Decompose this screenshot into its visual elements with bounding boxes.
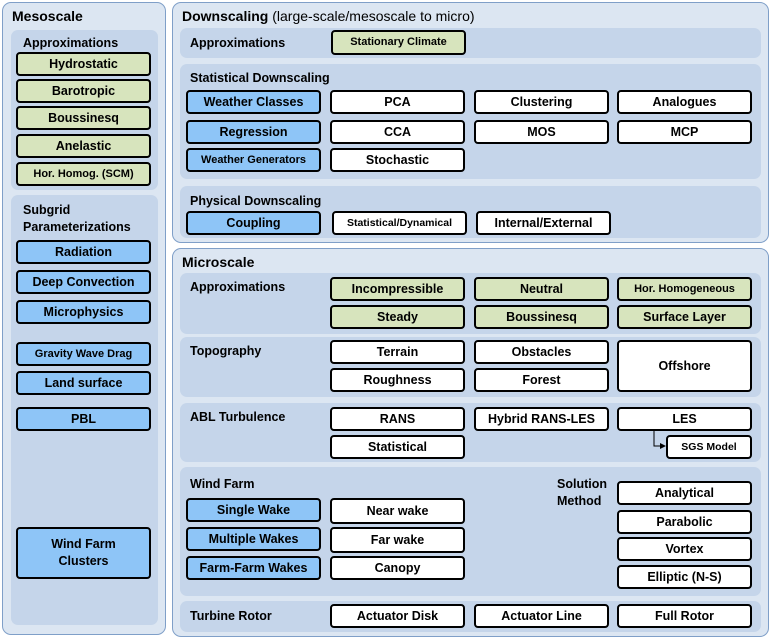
meso-subgrid-microphysics: Microphysics <box>16 300 151 324</box>
connector-arrowhead <box>660 443 666 449</box>
ds-weather-generators: Weather Generators <box>186 148 321 172</box>
micro-hybrid-rans-les: Hybrid RANS-LES <box>474 407 609 431</box>
micro-solution-label-1: Solution <box>557 477 607 491</box>
ds-approximations-group <box>180 28 761 58</box>
micro-near-wake: Near wake <box>330 498 465 524</box>
microscale-title: Microscale <box>182 254 255 270</box>
meso-approx-barotropic: Barotropic <box>16 79 151 103</box>
micro-farm-farm-wakes: Farm-Farm Wakes <box>186 556 321 580</box>
wind-farm-clusters-line2: Clusters <box>58 554 109 568</box>
ds-weather-classes: Weather Classes <box>186 90 321 114</box>
micro-obstacles: Obstacles <box>474 340 609 364</box>
ds-coupling: Coupling <box>186 211 321 235</box>
ds-stochastic: Stochastic <box>330 148 465 172</box>
micro-far-wake: Far wake <box>330 527 465 553</box>
micro-sgs-model: SGS Model <box>666 435 752 459</box>
meso-approximations-label: Approximations <box>23 36 119 50</box>
meso-subgrid-land-surface: Land surface <box>16 371 151 395</box>
ds-cca: CCA <box>330 120 465 144</box>
micro-actuator-line: Actuator Line <box>474 604 609 628</box>
ds-pca: PCA <box>330 90 465 114</box>
micro-terrain: Terrain <box>330 340 465 364</box>
micro-full-rotor: Full Rotor <box>617 604 752 628</box>
micro-neutral: Neutral <box>474 277 609 301</box>
ds-stationary-climate: Stationary Climate <box>331 30 466 55</box>
meso-approx-hydrostatic: Hydrostatic <box>16 52 151 76</box>
ds-approximations-label: Approximations <box>190 36 286 50</box>
ds-internal-external: Internal/External <box>476 211 611 235</box>
micro-boussinesq: Boussinesq <box>474 305 609 329</box>
meso-subgrid-label-1: Subgrid <box>23 203 71 217</box>
micro-surface-layer: Surface Layer <box>617 305 752 329</box>
meso-subgrid-deep-convection: Deep Convection <box>16 270 151 294</box>
micro-roughness: Roughness <box>330 368 465 392</box>
micro-statistical: Statistical <box>330 435 465 459</box>
micro-incompressible: Incompressible <box>330 277 465 301</box>
micro-offshore: Offshore <box>617 340 752 392</box>
meso-subgrid-label-2: Parameterizations <box>23 220 131 234</box>
meso-subgrid-pbl: PBL <box>16 407 151 431</box>
meso-subgrid-radiation: Radiation <box>16 240 151 264</box>
ds-mos: MOS <box>474 120 609 144</box>
micro-single-wake: Single Wake <box>186 498 321 522</box>
ds-mcp: MCP <box>617 120 752 144</box>
ds-statistical-dynamical: Statistical/Dynamical <box>332 211 467 235</box>
ds-regression: Regression <box>186 120 321 144</box>
wind-farm-clusters-line1: Wind Farm <box>51 537 116 551</box>
connector-line <box>653 431 664 447</box>
meso-approx-hor-homog: Hor. Homog. (SCM) <box>16 162 151 186</box>
ds-statistical-label: Statistical Downscaling <box>190 71 330 85</box>
micro-topography-label: Topography <box>190 344 262 358</box>
ds-analogues: Analogues <box>617 90 752 114</box>
micro-steady: Steady <box>330 305 465 329</box>
micro-parabolic: Parabolic <box>617 510 752 534</box>
micro-canopy: Canopy <box>330 556 465 580</box>
meso-wind-farm-clusters: Wind Farm Clusters <box>16 527 151 579</box>
micro-les: LES <box>617 407 752 431</box>
micro-rotor-label: Turbine Rotor <box>190 609 272 623</box>
ds-clustering: Clustering <box>474 90 609 114</box>
micro-actuator-disk: Actuator Disk <box>330 604 465 628</box>
micro-wind-farm-label: Wind Farm <box>190 477 255 491</box>
micro-approximations-label: Approximations <box>190 280 286 294</box>
downscaling-title: Downscaling (large-scale/mesoscale to mi… <box>182 8 475 24</box>
micro-elliptic: Elliptic (N-S) <box>617 565 752 589</box>
micro-analytical: Analytical <box>617 481 752 505</box>
micro-forest: Forest <box>474 368 609 392</box>
downscaling-title-text: Downscaling <box>182 8 269 24</box>
micro-multiple-wakes: Multiple Wakes <box>186 527 321 551</box>
micro-solution-label-2: Method <box>557 494 602 508</box>
downscaling-subtitle: (large-scale/mesoscale to micro) <box>272 8 475 24</box>
meso-approx-boussinesq: Boussinesq <box>16 106 151 130</box>
micro-hor-homogeneous: Hor. Homogeneous <box>617 277 752 301</box>
ds-physical-label: Physical Downscaling <box>190 194 322 208</box>
meso-approx-anelastic: Anelastic <box>16 134 151 158</box>
meso-subgrid-gravity-wave-drag: Gravity Wave Drag <box>16 342 151 366</box>
micro-abl-label: ABL Turbulence <box>190 410 286 424</box>
micro-vortex: Vortex <box>617 537 752 561</box>
mesoscale-title: Mesoscale <box>12 8 83 24</box>
micro-rans: RANS <box>330 407 465 431</box>
